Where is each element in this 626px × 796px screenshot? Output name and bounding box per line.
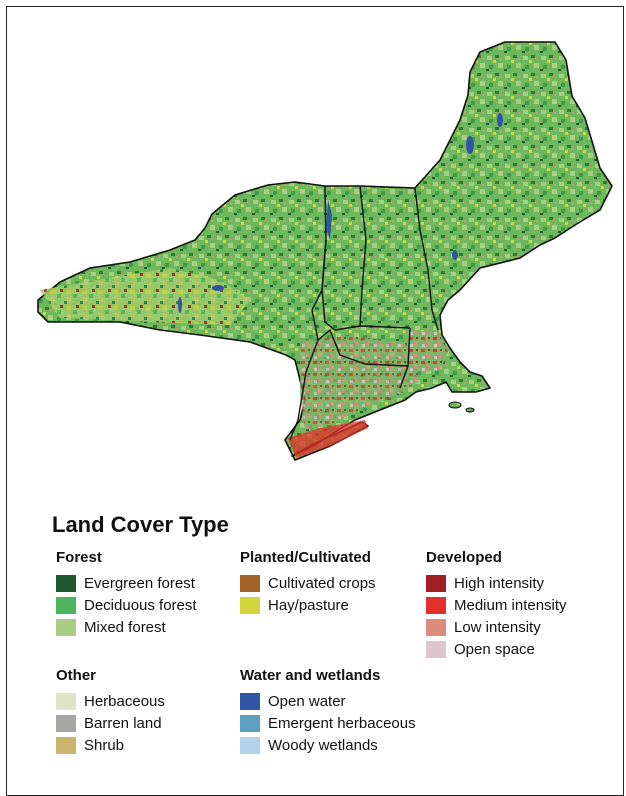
legend-item: Emergent herbaceous [240,712,416,734]
legend-item: Medium intensity [426,594,567,616]
legend-item: Herbaceous [56,690,165,712]
legend-item: Low intensity [426,616,567,638]
legend-group-other: Other Herbaceous Barren land Shrub [56,666,165,756]
legend-label: Emergent herbaceous [268,714,416,732]
legend-label: Low intensity [454,618,541,636]
legend-item: Open water [240,690,416,712]
legend-swatch [56,714,76,732]
legend-label: Barren land [84,714,162,732]
legend-item: Cultivated crops [240,572,376,594]
legend-label: Herbaceous [84,692,165,710]
legend-swatch [240,692,260,710]
legend-group-title: Planted/Cultivated [240,549,371,566]
legend-item: Deciduous forest [56,594,197,616]
legend-label: Mixed forest [84,618,166,636]
legend-group-developed: Developed High intensity Medium intensit… [426,548,567,660]
legend-swatch [56,736,76,754]
legend-swatch [240,574,260,592]
legend-swatch [56,596,76,614]
northeast-land-cover-map [37,41,613,461]
legend-group-title: Water and wetlands [240,667,381,684]
legend-label: Hay/pasture [268,596,349,614]
legend-group-title: Forest [56,549,102,566]
legend-group-planted: Planted/Cultivated Cultivated crops Hay/… [240,548,376,616]
legend-swatch [56,618,76,636]
legend-swatch [426,596,446,614]
legend-item: Barren land [56,712,165,734]
legend-group-title: Other [56,667,97,684]
legend-item: High intensity [426,572,567,594]
legend-label: Open water [268,692,346,710]
legend-label: Medium intensity [454,596,567,614]
legend-swatch [56,574,76,592]
legend-label: Deciduous forest [84,596,197,614]
legend-item: Hay/pasture [240,594,376,616]
legend-item: Evergreen forest [56,572,197,594]
legend-swatch [426,640,446,658]
legend-group-title: Developed [426,549,502,566]
legend-swatch [426,574,446,592]
legend-swatch [240,596,260,614]
legend-label: Evergreen forest [84,574,195,592]
legend-item: Open space [426,638,567,660]
legend-swatch [240,714,260,732]
legend-swatch [240,736,260,754]
legend-label: Open space [454,640,535,658]
legend-group-water: Water and wetlands Open water Emergent h… [240,666,416,756]
legend-item: Mixed forest [56,616,197,638]
legend-swatch [426,618,446,636]
legend-group-forest: Forest Evergreen forest Deciduous forest… [56,548,197,638]
legend-item: Shrub [56,734,165,756]
legend-label: Cultivated crops [268,574,376,592]
legend-title: Land Cover Type [52,512,229,537]
legend-label: Shrub [84,736,125,754]
legend-label: Woody wetlands [268,736,378,754]
legend-label: High intensity [454,574,545,592]
legend-item: Woody wetlands [240,734,416,756]
legend-swatch [56,692,76,710]
